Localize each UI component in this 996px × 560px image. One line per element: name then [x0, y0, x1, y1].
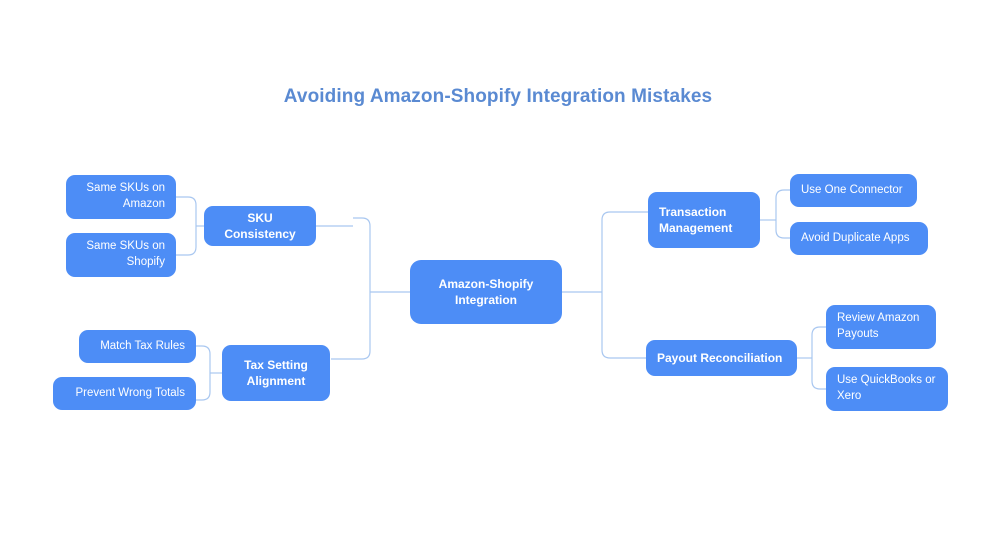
node-label: Amazon-Shopify Integration: [438, 276, 534, 307]
connector-left-main-bracket: [353, 217, 371, 360]
node-use-quickbooks-or-xero[interactable]: Use QuickBooks or Xero: [826, 367, 948, 411]
node-avoid-duplicate-apps[interactable]: Avoid Duplicate Apps: [790, 222, 928, 255]
node-label: Same SKUs on Amazon: [86, 182, 165, 210]
node-payout-reconciliation[interactable]: Payout Reconciliation: [646, 340, 797, 376]
node-label: Avoid Duplicate Apps: [801, 231, 910, 244]
node-amazon-shopify-integration[interactable]: Amazon-Shopify Integration: [410, 260, 562, 324]
node-label: SKU Consistency: [224, 210, 296, 241]
node-review-amazon-payouts[interactable]: Review Amazon Payouts: [826, 305, 936, 349]
connector-tax-bracket: [196, 345, 211, 401]
node-same-skus-on-shopify[interactable]: Same SKUs on Shopify: [66, 233, 176, 277]
node-use-one-connector[interactable]: Use One Connector: [790, 174, 917, 207]
connector-sku-bracket: [176, 196, 197, 256]
node-label: Use QuickBooks or Xero: [837, 374, 936, 402]
connector-payout-bracket: [811, 326, 826, 390]
node-label: Match Tax Rules: [100, 339, 185, 352]
node-transaction-management[interactable]: Transaction Management: [648, 192, 760, 248]
node-same-skus-on-amazon[interactable]: Same SKUs on Amazon: [66, 175, 176, 219]
connector-right-main-bracket: [601, 211, 620, 359]
node-sku-consistency[interactable]: SKU Consistency: [204, 206, 316, 246]
page-title: Avoiding Amazon-Shopify Integration Mist…: [283, 86, 713, 107]
node-prevent-wrong-totals[interactable]: Prevent Wrong Totals: [53, 377, 196, 410]
node-label: Use One Connector: [801, 183, 903, 196]
node-label: Review Amazon Payouts: [837, 312, 920, 340]
node-match-tax-rules[interactable]: Match Tax Rules: [79, 330, 196, 363]
node-label: Prevent Wrong Totals: [75, 386, 185, 399]
node-label: Transaction Management: [659, 204, 733, 235]
connector-transaction-bracket: [775, 189, 790, 239]
node-label: Tax Setting Alignment: [244, 357, 308, 388]
node-label: Same SKUs on Shopify: [86, 240, 165, 268]
node-label: Payout Reconciliation: [657, 350, 783, 365]
node-tax-setting-alignment[interactable]: Tax Setting Alignment: [222, 345, 330, 401]
